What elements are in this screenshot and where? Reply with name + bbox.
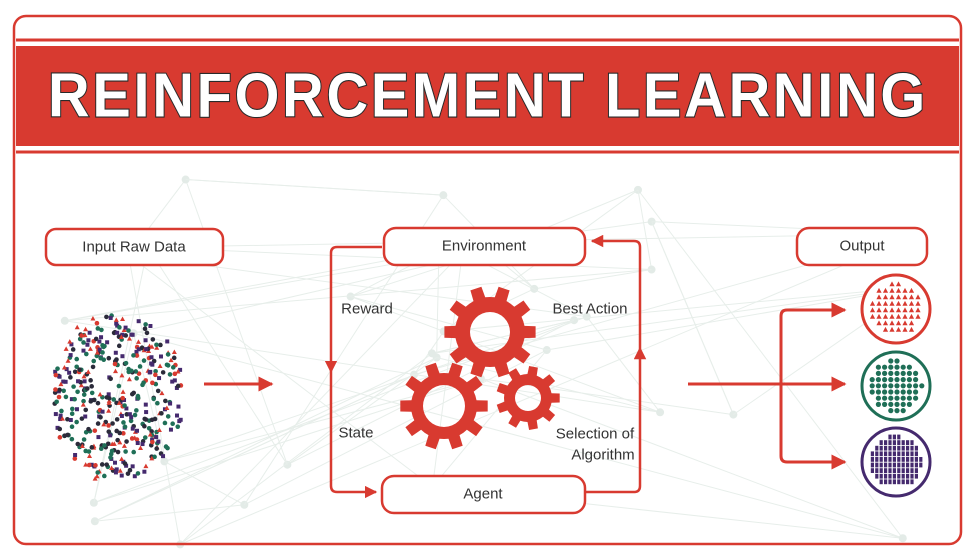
title-banner: REINFORCEMENT LEARNING bbox=[16, 38, 959, 154]
red-triangles-circle-icon bbox=[860, 273, 932, 345]
purple-squares-circle-icon bbox=[860, 426, 932, 498]
output-arrow-bottom-icon bbox=[779, 384, 847, 470]
loop-left-top-arrow-icon bbox=[324, 245, 382, 374]
selection-label-line2: Algorithm bbox=[571, 447, 634, 464]
environment-box: Environment bbox=[382, 226, 587, 267]
output-label-box: Output bbox=[795, 226, 929, 267]
environment-label: Environment bbox=[442, 238, 527, 255]
agent-box: Agent bbox=[380, 474, 587, 515]
reward-label: Reward bbox=[341, 301, 393, 318]
gear-icon bbox=[400, 362, 488, 450]
output-arrows bbox=[688, 302, 847, 470]
output-label: Output bbox=[839, 238, 885, 255]
output-arrow-top-icon bbox=[779, 302, 847, 384]
scatter-cluster-icon bbox=[52, 313, 184, 481]
input-label-box: Input Raw Data bbox=[44, 227, 225, 267]
input-label: Input Raw Data bbox=[82, 239, 186, 256]
outer-frame bbox=[12, 14, 963, 546]
page-title: REINFORCEMENT LEARNING bbox=[48, 62, 928, 131]
rl-loop bbox=[324, 234, 647, 499]
loop-right-top-arrow-icon bbox=[590, 234, 642, 348]
gear-icon bbox=[444, 286, 536, 378]
best-action-label: Best Action bbox=[552, 301, 627, 318]
loop-left-bottom-arrow-icon bbox=[329, 372, 378, 499]
loop-right-bottom-arrow-icon bbox=[586, 346, 647, 494]
selection-label-line1: Selection of bbox=[556, 426, 635, 443]
gear-icon bbox=[496, 366, 560, 430]
state-label: State bbox=[338, 425, 373, 442]
agent-label: Agent bbox=[463, 486, 503, 503]
green-dots-circle-icon bbox=[860, 350, 932, 422]
